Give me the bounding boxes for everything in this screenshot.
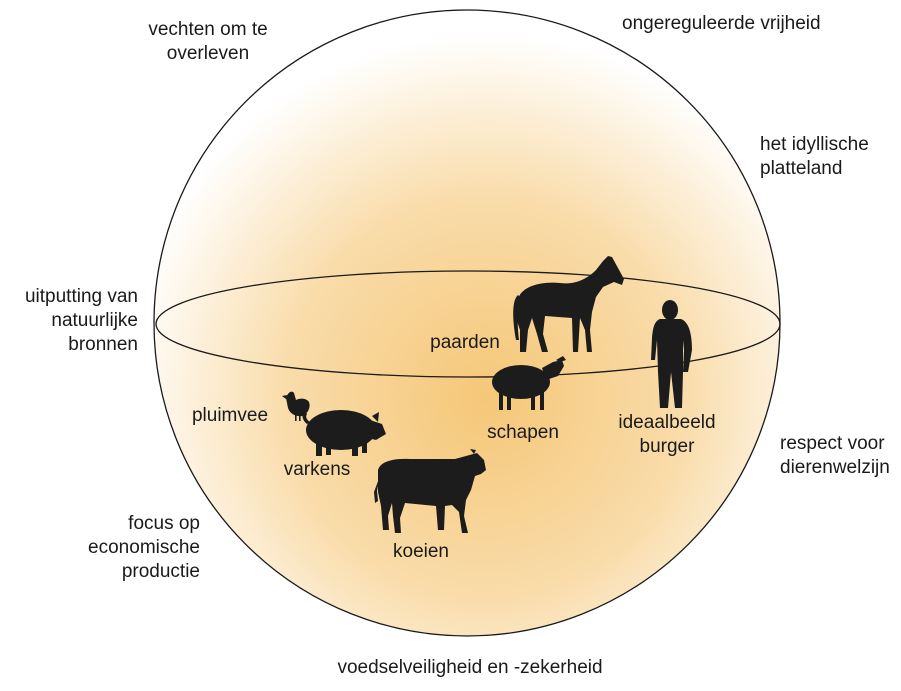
label-top-right-text: ongereguleerde vrijheid [622,12,821,36]
label-top-left: vechten om te overleven [128,18,288,66]
label-bottom: voedselveiligheid en -zekerheid [310,656,630,680]
label-left-middle-line-2: natuurlijke [0,309,138,333]
label-bottom-text: voedselveiligheid en -zekerheid [310,656,630,680]
label-left-middle-line-3: bronnen [0,333,138,357]
label-right-lower-line-1: respect voor [780,432,890,456]
label-top-left-line-2: overleven [128,42,288,66]
label-left-lower: focus op economische productie [60,512,200,584]
label-right-lower: respect voor dierenwelzijn [780,432,890,480]
label-horses: paarden [420,331,510,355]
label-sheep: schapen [478,421,568,445]
label-cows: koeien [376,540,466,564]
label-right-upper-line-2: platteland [760,157,869,181]
label-right-lower-line-2: dierenwelzijn [780,456,890,480]
label-pigs-text: varkens [272,458,362,482]
label-left-middle-line-1: uitputting van [0,285,138,309]
label-right-upper-line-1: het idyllische [760,133,869,157]
label-left-middle: uitputting van natuurlijke bronnen [0,285,138,357]
label-horses-text: paarden [420,331,510,355]
label-right-upper: het idyllische platteland [760,133,869,181]
label-top-right: ongereguleerde vrijheid [622,12,821,36]
label-citizen-line-2: burger [607,435,727,459]
label-top-left-line-1: vechten om te [128,18,288,42]
label-poultry: pluimvee [190,404,270,428]
label-sheep-text: schapen [478,421,568,445]
label-left-lower-line-3: productie [60,560,200,584]
label-left-lower-line-1: focus op [60,512,200,536]
label-citizen-line-1: ideaalbeeld [607,411,727,435]
label-left-lower-line-2: economische [60,536,200,560]
label-pigs: varkens [272,458,362,482]
label-citizen: ideaalbeeld burger [607,411,727,459]
label-cows-text: koeien [376,540,466,564]
label-poultry-text: pluimvee [190,404,270,428]
